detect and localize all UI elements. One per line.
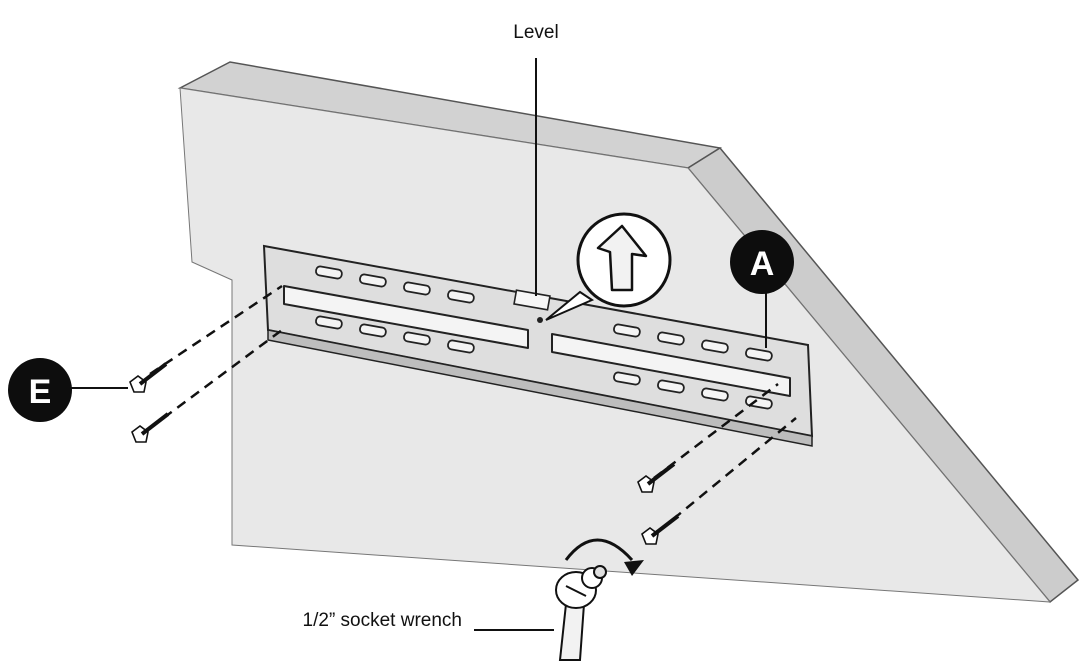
- socket-wrench-label: 1/2” socket wrench: [303, 610, 462, 631]
- up-arrow-icon: [596, 224, 648, 292]
- screw-guides: [149, 284, 797, 531]
- rotation-arrowhead: [624, 560, 644, 576]
- screw-left-lower: [131, 412, 170, 443]
- bracket-small-slots: [315, 265, 773, 410]
- socket-wrench: 1/2” socket wrench: [303, 538, 644, 661]
- screw-right-lower: [641, 514, 680, 545]
- screws-callout: E: [8, 358, 128, 422]
- socket-wrench-icon: [555, 565, 607, 661]
- badge-a: [730, 230, 794, 294]
- screw-right-upper: [637, 462, 676, 493]
- level-label: Level: [513, 22, 558, 43]
- level-callout: Level: [513, 22, 559, 296]
- mounting-bracket: [262, 244, 814, 447]
- badge-e: [8, 358, 72, 422]
- bracket-center-hole: [537, 317, 543, 323]
- bracket-level-bubble: [513, 289, 551, 311]
- bracket-right-long-slot: [551, 333, 791, 397]
- bracket-callout: A: [730, 230, 794, 348]
- badge-a-letter: A: [750, 245, 775, 283]
- bracket-lip: [267, 329, 813, 447]
- rotation-arrow: [564, 538, 634, 562]
- badge-e-letter: E: [29, 373, 52, 411]
- lag-screws: [129, 362, 680, 545]
- screw-left-upper: [129, 362, 168, 393]
- arrow-zoom-callout: [545, 212, 672, 321]
- bracket-left-long-slot: [283, 285, 529, 349]
